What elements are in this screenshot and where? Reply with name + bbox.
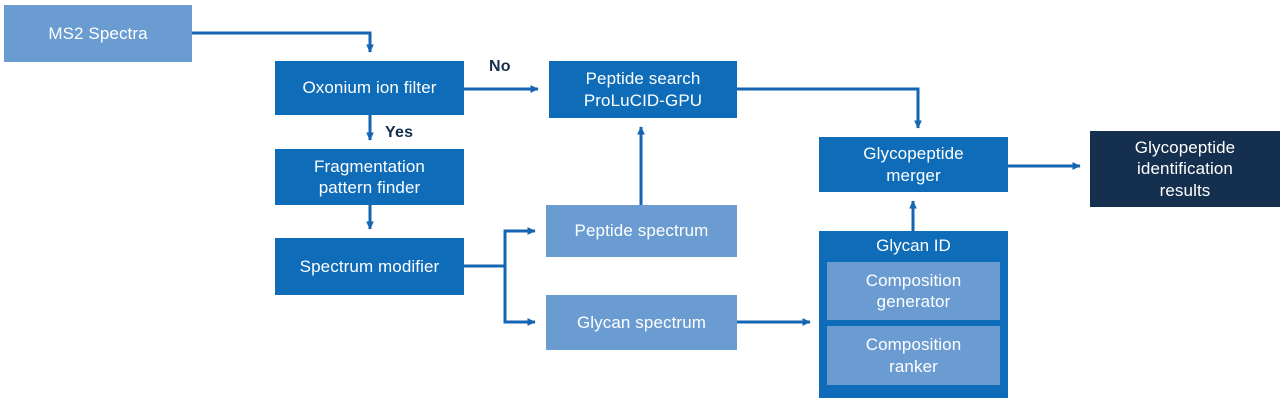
node-glycopeptide-merger[interactable]: Glycopeptide merger (819, 137, 1008, 192)
edge-spectrum-modifier-to-peptide-spectrum (464, 227, 536, 268)
node-glycopeptide-results: Glycopeptide identification results (1090, 131, 1280, 207)
node-peptide-search[interactable]: Peptide search ProLuCID-GPU (549, 61, 737, 118)
group-glycan-id-title: Glycan ID (876, 236, 951, 255)
edge-label-yes: Yes (385, 124, 414, 141)
edge-spectrum-modifier-to-glycan-spectrum (464, 264, 536, 326)
node-glycan-spectrum[interactable]: Glycan spectrum (546, 295, 737, 350)
edge-label-no: No (489, 58, 511, 75)
node-peptide-spectrum[interactable]: Peptide spectrum (546, 205, 737, 257)
node-composition-generator[interactable]: Composition generator (827, 262, 1000, 320)
node-oxonium-ion-filter[interactable]: Oxonium ion filter (275, 61, 464, 115)
node-spectrum-modifier[interactable]: Spectrum modifier (275, 238, 464, 295)
edge-ms2-to-oxonium (192, 31, 374, 53)
node-composition-ranker[interactable]: Composition ranker (827, 326, 1000, 385)
edge-peptide-search-to-merger (737, 87, 922, 129)
node-ms2-spectra[interactable]: MS2 Spectra (4, 5, 192, 62)
node-fragmentation-pattern-finder[interactable]: Fragmentation pattern finder (275, 149, 464, 205)
